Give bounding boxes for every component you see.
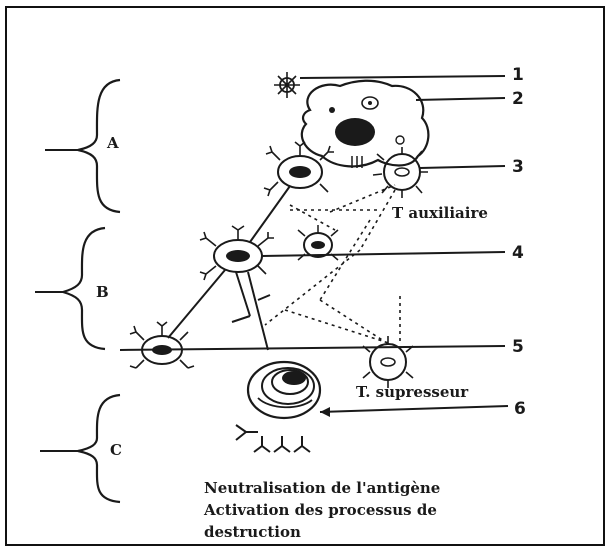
antigen-star-icon bbox=[274, 72, 300, 98]
bracket-a: A bbox=[45, 78, 121, 214]
t-supresseur-label: T. supresseur bbox=[356, 383, 469, 401]
label-number-6: 6 bbox=[514, 399, 526, 419]
leader-line-3 bbox=[419, 165, 506, 169]
bracket-label-b: B bbox=[96, 283, 109, 301]
label-number-5: 5 bbox=[512, 337, 524, 357]
antibodies-icon bbox=[235, 424, 311, 453]
label-number-1: 1 bbox=[512, 65, 524, 85]
caption-line-3: destruction bbox=[204, 523, 301, 541]
arrow-head-6 bbox=[320, 407, 330, 417]
leader-line-4 bbox=[261, 251, 506, 257]
leader-line-2 bbox=[415, 97, 506, 101]
bracket-label-c: C bbox=[110, 441, 122, 459]
leader-line-1 bbox=[299, 75, 506, 79]
bracket-c: C bbox=[40, 393, 122, 504]
regulation-dotted-lines bbox=[264, 184, 401, 346]
caption-line-1: Neutralisation de l'antigène bbox=[204, 479, 440, 497]
plasma-cell bbox=[246, 360, 322, 420]
b-cell-middle bbox=[199, 225, 274, 281]
caption-line-2: Activation des processus de bbox=[203, 501, 437, 519]
label-number-4: 4 bbox=[512, 243, 524, 263]
t-auxiliaire-label: T auxiliaire bbox=[392, 204, 488, 222]
small-lymphocyte bbox=[297, 225, 339, 261]
bracket-b: B bbox=[35, 226, 109, 351]
lineage-lines bbox=[167, 185, 291, 351]
label-number-3: 3 bbox=[512, 157, 524, 177]
t-suppressor-cell bbox=[362, 336, 414, 388]
leader-line-6 bbox=[319, 405, 509, 413]
bracket-label-a: A bbox=[106, 134, 119, 152]
label-number-2: 2 bbox=[512, 89, 524, 109]
leader-line-5 bbox=[119, 345, 506, 351]
t-helper-cell bbox=[372, 147, 428, 198]
diagram-frame bbox=[5, 6, 605, 546]
b-cell-lower bbox=[129, 321, 195, 369]
b-cell-top bbox=[263, 141, 334, 197]
